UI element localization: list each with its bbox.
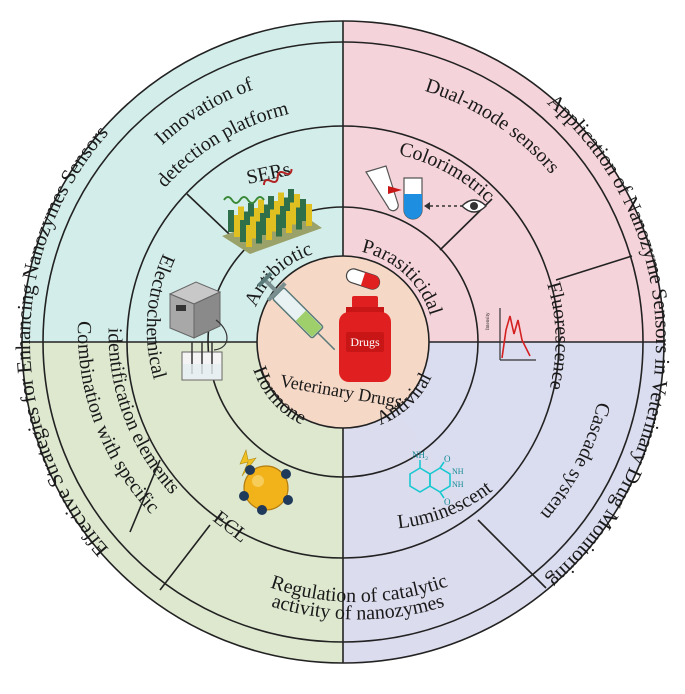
molecule-o-top: O <box>444 454 451 464</box>
sers-pillar <box>228 210 234 232</box>
sers-pillar <box>286 211 292 233</box>
outer-sector-green <box>22 342 343 663</box>
outer-tint-lower-right <box>343 342 664 595</box>
sers-pillar <box>280 206 286 228</box>
sers-pillar <box>258 199 264 222</box>
sers-substrate-icon <box>222 168 322 254</box>
sers-pillar <box>248 203 254 225</box>
syringe-icon <box>256 271 336 351</box>
capsule-icon <box>345 268 381 290</box>
sers-pillar <box>284 197 290 220</box>
sers-pillar <box>294 194 300 216</box>
outer-sector-pink <box>343 21 664 342</box>
molecule-nh-2: NH <box>452 480 464 489</box>
outer-sector-teal <box>22 21 343 342</box>
divider-lower-left <box>129 459 161 533</box>
sers-pillar <box>306 204 312 226</box>
molecule-nh-1: NH <box>452 467 464 476</box>
molecule-o-bottom: O <box>444 497 451 507</box>
fluorescence-spectrum-icon <box>499 308 536 361</box>
sers-pillar <box>256 221 262 244</box>
molecule-nh2: NH₂ <box>412 450 428 460</box>
sers-pillar <box>266 218 272 240</box>
fluorescence-axis-label: Intensity <box>486 312 491 330</box>
divider-bottom-left-strategy <box>159 524 211 591</box>
sers-pillar <box>250 216 256 239</box>
test-tubes-icon <box>365 165 423 220</box>
divider-lower-right <box>477 519 547 589</box>
sers-pillar <box>244 211 250 234</box>
drug-bottle-icon <box>339 296 391 382</box>
ecl-nanoparticle-icon <box>239 448 293 515</box>
drug-bottle-label: Drugs <box>350 335 380 349</box>
sers-pillar <box>300 199 306 221</box>
sers-pillar <box>288 189 294 211</box>
sers-pillar <box>246 225 252 247</box>
eye-icon <box>424 199 487 213</box>
sers-pillar <box>264 204 270 227</box>
sers-pillar <box>234 215 240 237</box>
electrochemical-workstation-icon <box>168 281 228 381</box>
sers-pillar <box>276 214 282 237</box>
sers-pillar <box>238 206 244 229</box>
sers-pillar <box>270 209 276 232</box>
sers-pillar <box>240 220 246 242</box>
sers-pillar <box>290 202 296 225</box>
sers-pillar <box>296 207 302 230</box>
sers-pillar <box>268 196 274 218</box>
divider-right-strategy <box>555 255 633 281</box>
sers-pillar <box>278 192 284 215</box>
sers-pillar <box>254 208 260 230</box>
sers-pillar <box>260 213 266 235</box>
sers-pillar <box>274 201 280 223</box>
luminol-molecule-icon <box>409 460 451 499</box>
